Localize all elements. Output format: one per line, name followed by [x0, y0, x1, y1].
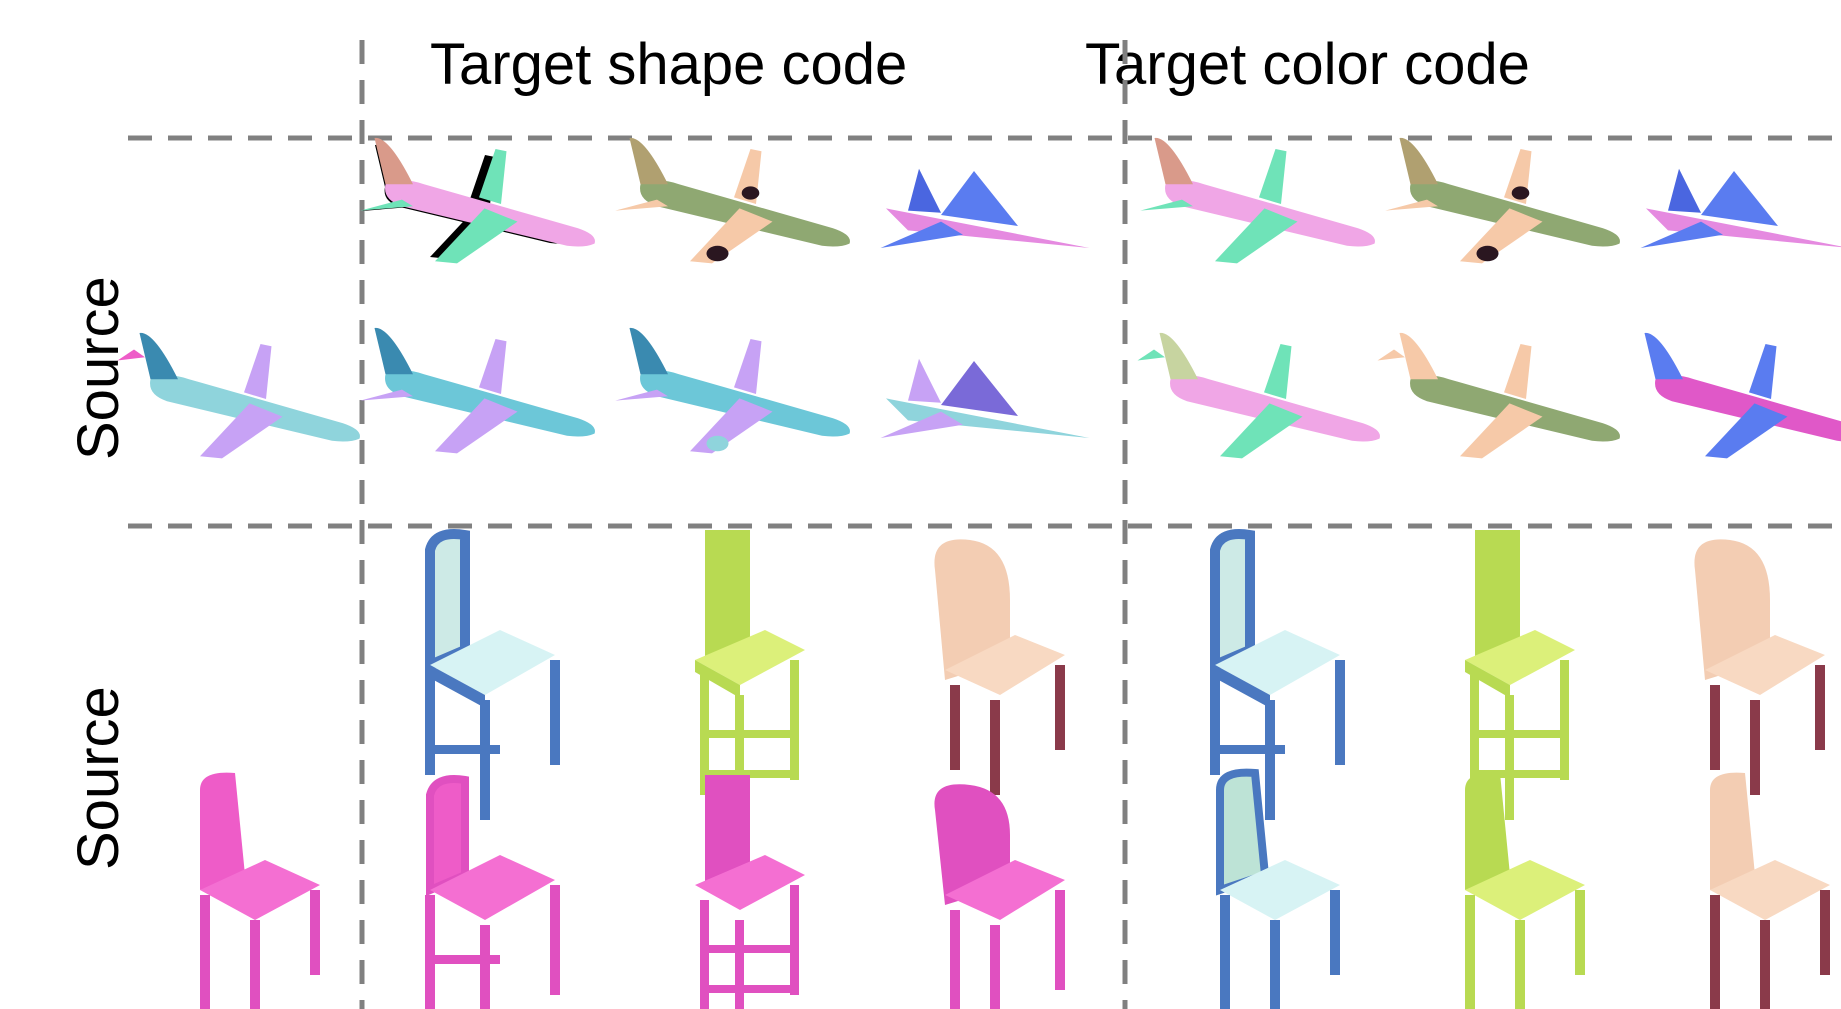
chair-shape-col1-bottom: [425, 775, 560, 1009]
chair-color-col3-bottom: [1710, 772, 1830, 1009]
chair-shape-col2-top: [695, 530, 805, 820]
plane-source: [117, 332, 360, 459]
chair-shape-col2-bottom: [695, 775, 805, 1009]
plane-shape-col2-bottom: [615, 327, 850, 454]
chair-shape-col3-top: [934, 539, 1065, 795]
header-target-color-code: Target color code: [1085, 32, 1530, 97]
plane-color-col1-bottom: [1137, 332, 1380, 459]
plane-color-col3-bottom: [1644, 332, 1841, 459]
plane-shape-col1-top: [360, 137, 595, 264]
chair-color-col1-top: [1210, 529, 1345, 820]
chair-color-col2-bottom: [1465, 772, 1585, 1009]
jet-shape-col3-bottom: [880, 358, 1090, 438]
chair-shape-col3-bottom: [934, 784, 1065, 1009]
dashed-grid: [128, 40, 1841, 1009]
header-target-shape-code: Target shape code: [430, 32, 908, 97]
plane-color-col2-top: [1385, 137, 1620, 264]
jet-shape-col3-top: [880, 168, 1090, 248]
plane-color-col1-top: [1140, 137, 1375, 264]
chair-color-col2-top: [1465, 530, 1575, 820]
chair-shape-col1-top: [425, 529, 560, 820]
chair-color-col1-bottom: [1216, 768, 1340, 1009]
chair-source: [200, 772, 320, 1009]
plane-shape-col2-top: [615, 137, 850, 264]
jet-color-col3-top: [1640, 168, 1841, 248]
plane-shape-col1-bottom: [360, 327, 595, 454]
chair-color-col3-top: [1694, 539, 1825, 795]
plane-color-col2-bottom: [1377, 332, 1620, 459]
